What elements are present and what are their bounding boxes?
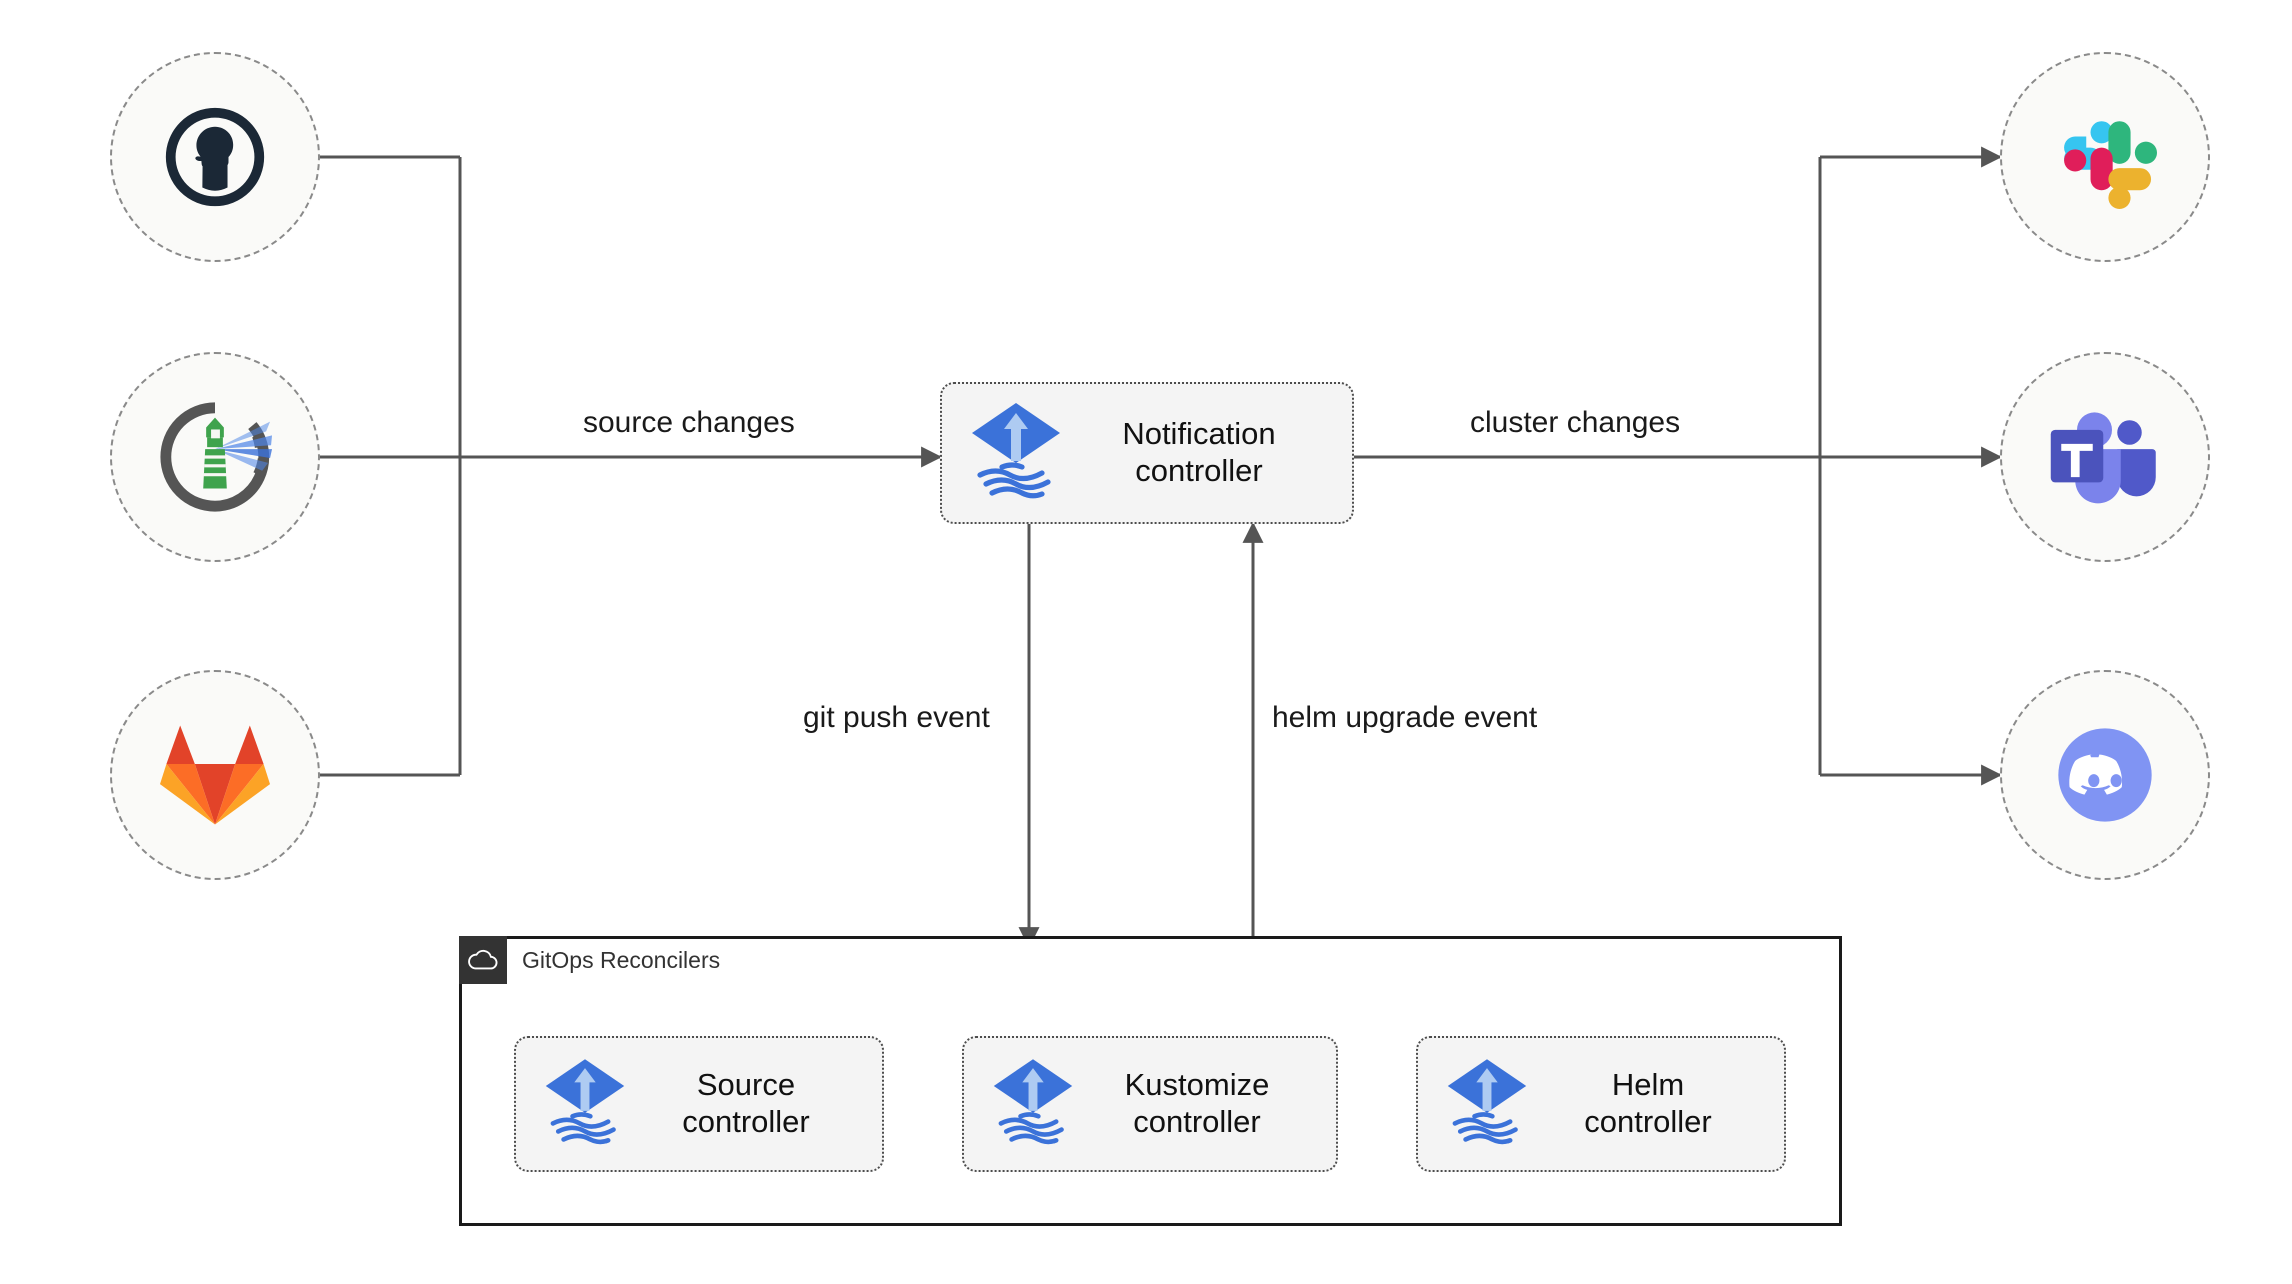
helm-controller-label: Helm controller [1584, 1067, 1712, 1139]
flux-logo-icon [992, 1055, 1074, 1154]
source-controller-label: Source controller [682, 1067, 810, 1139]
notification-controller-card[interactable]: Notification controller [940, 382, 1354, 524]
edge-label-source-changes: source changes [583, 406, 795, 439]
notification-controller-label: Notification controller [1122, 416, 1276, 488]
source-gitlab[interactable] [110, 670, 320, 880]
cloud-icon [459, 936, 507, 984]
edge-label-helm-upgrade-event: helm upgrade event [1272, 701, 1538, 734]
github-icon [161, 103, 269, 211]
source-controller-card[interactable]: Source controller [514, 1036, 884, 1172]
kustomize-controller-card[interactable]: Kustomize controller [962, 1036, 1338, 1172]
edge-label-git-push-event: git push event [803, 701, 990, 734]
flux-logo-icon [970, 399, 1062, 508]
flux-logo-icon [1446, 1055, 1528, 1154]
gitops-reconcilers-title: GitOps Reconcilers [522, 946, 721, 973]
edge-label-cluster-changes: cluster changes [1470, 406, 1681, 439]
gitops-reconcilers-header: GitOps Reconcilers [459, 936, 720, 984]
slack-icon [2053, 105, 2157, 209]
gitlab-icon [160, 723, 270, 827]
destination-slack[interactable] [2000, 52, 2210, 262]
ms-teams-icon [2049, 405, 2161, 509]
flux-lighthouse-icon [156, 398, 274, 516]
kustomize-controller-label: Kustomize controller [1124, 1067, 1270, 1139]
destination-discord[interactable] [2000, 670, 2210, 880]
source-flux[interactable] [110, 352, 320, 562]
helm-controller-card[interactable]: Helm controller [1416, 1036, 1786, 1172]
flux-logo-icon [544, 1055, 626, 1154]
source-github[interactable] [110, 52, 320, 262]
destination-teams[interactable] [2000, 352, 2210, 562]
discord-icon [2049, 719, 2161, 831]
